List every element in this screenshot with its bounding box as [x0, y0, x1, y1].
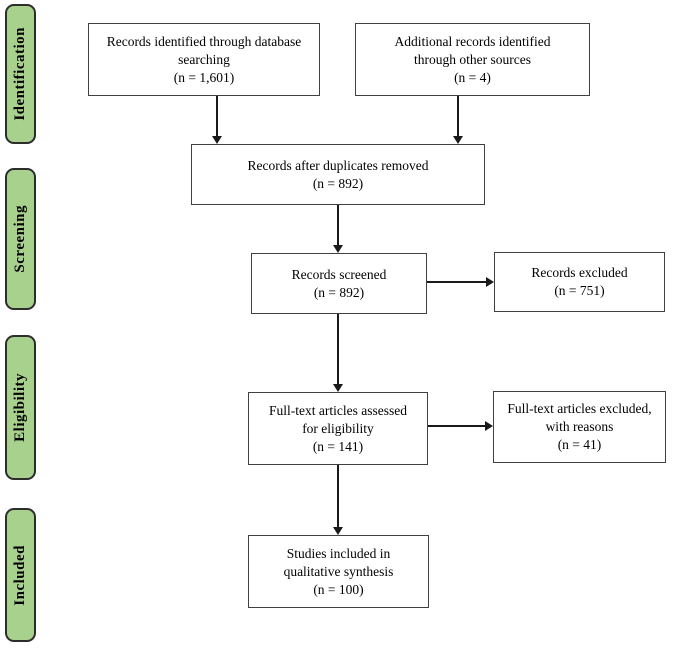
box-duplicates-removed-line1: Records after duplicates removed — [247, 157, 429, 173]
arrow-fulltext-to-included — [337, 465, 339, 527]
box-fulltext-assessed-count: (n = 141) — [312, 438, 364, 454]
box-fulltext-excluded-line1: Full-text articles excluded, — [507, 401, 652, 416]
arrow-identified-to-dedup — [216, 96, 218, 136]
box-fulltext-assessed: Full-text articles assessed for eligibil… — [248, 392, 428, 465]
box-additional-records: Additional records identified through ot… — [355, 23, 590, 96]
arrow-dedup-to-screened — [337, 205, 339, 245]
box-records-excluded-line1: Records excluded — [531, 265, 628, 280]
box-records-screened: Records screened (n = 892) — [251, 253, 427, 314]
box-fulltext-excluded-line2: with reasons — [545, 419, 614, 434]
box-studies-included-line1: Studies included in — [286, 545, 391, 561]
stage-eligibility: Eligibility — [5, 335, 36, 480]
box-studies-included-line2: qualitative synthesis — [283, 563, 394, 579]
box-records-screened-count: (n = 892) — [313, 284, 365, 300]
stage-identification: Identification — [5, 4, 36, 144]
arrow-screened-to-fulltext — [337, 314, 339, 384]
arrow-additional-to-dedup — [457, 96, 459, 136]
stage-screening-label: Screening — [12, 205, 28, 273]
box-additional-records-count: (n = 4) — [454, 69, 491, 85]
arrow-screened-to-excluded — [427, 281, 486, 283]
box-fulltext-assessed-line1: Full-text articles assessed — [269, 402, 407, 418]
box-duplicates-removed-count: (n = 892) — [312, 175, 364, 191]
stage-included: Included — [5, 508, 36, 642]
stage-identification-label: Identification — [12, 27, 28, 121]
box-fulltext-excluded-count: (n = 41) — [557, 437, 602, 452]
box-additional-records-line1: Additional records identified — [394, 33, 551, 49]
box-records-identified-line1: Records identified through database — [106, 33, 302, 49]
box-records-identified: Records identified through database sear… — [88, 23, 320, 96]
box-records-identified-count: (n = 1,601) — [173, 69, 235, 85]
box-records-excluded-count: (n = 751) — [554, 283, 605, 298]
stage-screening: Screening — [5, 168, 36, 310]
box-duplicates-removed: Records after duplicates removed (n = 89… — [191, 144, 485, 205]
arrow-fulltext-to-excluded — [428, 425, 485, 427]
box-studies-included-count: (n = 100) — [313, 581, 364, 597]
box-studies-included: Studies included in qualitative synthesi… — [248, 535, 429, 608]
stage-eligibility-label: Eligibility — [12, 373, 28, 442]
box-records-excluded: Records excluded (n = 751) — [494, 252, 665, 312]
box-records-identified-line2: searching — [178, 51, 230, 67]
box-fulltext-excluded: Full-text articles excluded, with reason… — [493, 391, 666, 463]
box-fulltext-assessed-line2: for eligibility — [302, 420, 374, 436]
box-records-screened-line1: Records screened — [291, 266, 387, 282]
stage-included-label: Included — [12, 544, 28, 606]
box-additional-records-line2: through other sources — [414, 51, 531, 67]
